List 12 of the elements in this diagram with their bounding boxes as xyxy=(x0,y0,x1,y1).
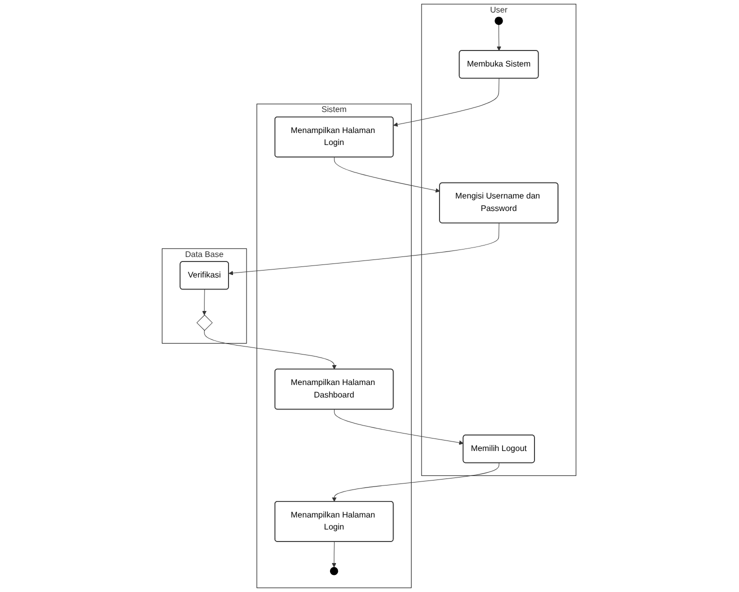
arrow xyxy=(332,542,337,568)
node-circle xyxy=(495,16,504,25)
node-circle xyxy=(330,567,339,576)
arrow xyxy=(332,462,500,502)
arrow xyxy=(334,409,464,445)
arrow xyxy=(394,78,500,127)
arrow xyxy=(202,289,208,316)
arrow xyxy=(497,24,502,51)
arrow xyxy=(334,157,440,193)
node-diamond xyxy=(196,314,214,331)
arrow xyxy=(204,330,337,370)
arrow xyxy=(229,222,500,276)
